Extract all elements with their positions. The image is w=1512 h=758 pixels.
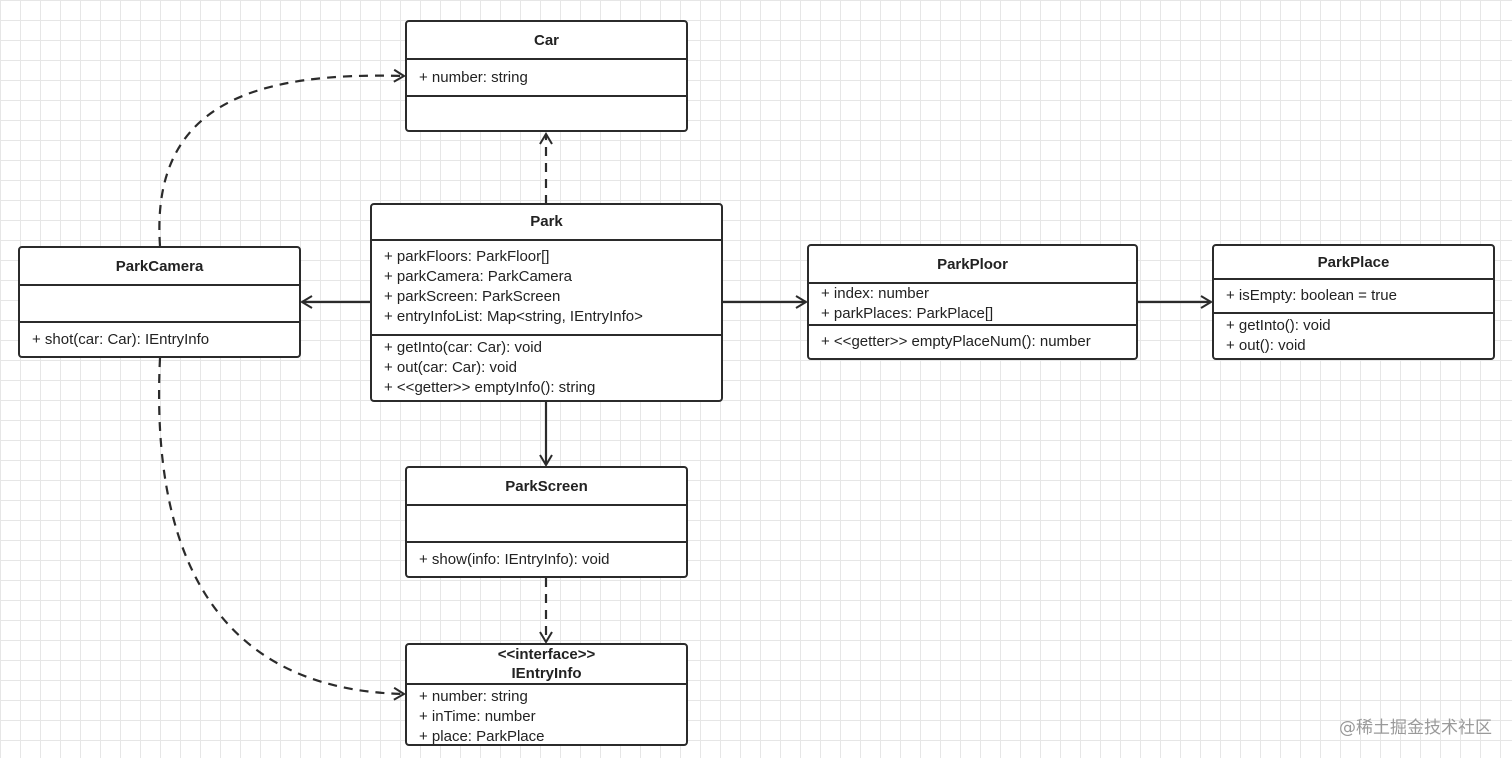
- class-parkscreen[interactable]: ParkScreen + show(info: IEntryInfo): voi…: [405, 466, 688, 578]
- class-car-name: Car: [533, 31, 559, 49]
- method: + shot(car: Car): IEntryInfo: [32, 330, 210, 348]
- class-parkplace-methods: + getInto(): void + out(): void: [1214, 314, 1493, 358]
- class-park-attributes: + parkFloors: ParkFloor[] + parkCamera: …: [372, 241, 721, 336]
- attribute: + isEmpty: boolean = true: [1226, 287, 1397, 305]
- class-car-header: Car: [407, 22, 686, 60]
- method: + out(car: Car): void: [384, 359, 517, 376]
- class-parkcamera[interactable]: ParkCamera + shot(car: Car): IEntryInfo: [18, 246, 301, 358]
- edge-parkcamera-to-ientryinfo: [158, 357, 406, 701]
- class-ientryinfo[interactable]: <<interface>> IEntryInfo + number: strin…: [405, 643, 688, 746]
- class-park-header: Park: [372, 205, 721, 241]
- class-parkfloor-name: ParkPloor: [937, 255, 1008, 273]
- attribute: + index: number: [821, 285, 929, 302]
- method: + getInto(): void: [1226, 317, 1331, 334]
- method: + <<getter>> emptyPlaceNum(): number: [821, 333, 1091, 350]
- class-parkfloor[interactable]: ParkPloor + index: number + parkPlaces: …: [807, 244, 1138, 360]
- class-parkplace-header: ParkPlace: [1214, 246, 1493, 281]
- class-parkscreen-name: ParkScreen: [505, 477, 588, 495]
- class-park-methods: + getInto(car: Car): void + out(car: Car…: [372, 336, 721, 400]
- class-parkcamera-header: ParkCamera: [20, 248, 299, 286]
- class-parkscreen-attributes: [407, 506, 686, 543]
- class-parkcamera-name: ParkCamera: [115, 257, 204, 275]
- class-parkfloor-methods: + <<getter>> emptyPlaceNum(): number: [809, 326, 1136, 358]
- attribute: + parkCamera: ParkCamera: [384, 268, 572, 286]
- class-parkscreen-header: ParkScreen: [407, 468, 686, 506]
- class-ientryinfo-stereotype: <<interface>>: [497, 646, 596, 663]
- class-car-attributes: + number: string: [407, 60, 686, 97]
- method: + getInto(car: Car): void: [384, 339, 542, 356]
- attribute: + parkFloors: ParkFloor[]: [384, 248, 550, 266]
- edge-parkcamera-to-car: [158, 68, 406, 247]
- attribute: + parkScreen: ParkScreen: [384, 288, 561, 306]
- class-park[interactable]: Park + parkFloors: ParkFloor[] + parkCam…: [370, 203, 723, 402]
- attribute: + place: ParkPlace: [419, 728, 545, 745]
- class-ientryinfo-name: IEntryInfo: [511, 665, 582, 682]
- class-ientryinfo-attributes: + number: string + inTime: number + plac…: [407, 685, 686, 745]
- class-car-methods: [407, 97, 686, 130]
- class-parkplace[interactable]: ParkPlace + isEmpty: boolean = true + ge…: [1212, 244, 1495, 360]
- class-parkcamera-attributes: [20, 286, 299, 323]
- attribute: + entryInfoList: Map<string, IEntryInfo>: [384, 308, 643, 326]
- class-car[interactable]: Car + number: string: [405, 20, 688, 132]
- class-parkscreen-methods: + show(info: IEntryInfo): void: [407, 543, 686, 576]
- class-parkplace-attributes: + isEmpty: boolean = true: [1214, 280, 1493, 314]
- watermark: @稀土掘金技术社区: [1339, 718, 1492, 738]
- class-parkcamera-methods: + shot(car: Car): IEntryInfo: [20, 323, 299, 356]
- class-parkfloor-attributes: + index: number + parkPlaces: ParkPlace[…: [809, 284, 1136, 326]
- class-ientryinfo-header: <<interface>> IEntryInfo: [407, 645, 686, 685]
- class-parkfloor-header: ParkPloor: [809, 246, 1136, 284]
- attribute: + number: string: [419, 68, 528, 86]
- attribute: + inTime: number: [419, 708, 536, 725]
- method: + show(info: IEntryInfo): void: [419, 550, 610, 568]
- attribute: + number: string: [419, 688, 528, 705]
- class-park-name: Park: [530, 213, 563, 231]
- attribute: + parkPlaces: ParkPlace[]: [821, 305, 994, 322]
- method: + <<getter>> emptyInfo(): string: [384, 379, 596, 396]
- method: + out(): void: [1226, 337, 1306, 354]
- class-parkplace-name: ParkPlace: [1317, 253, 1390, 271]
